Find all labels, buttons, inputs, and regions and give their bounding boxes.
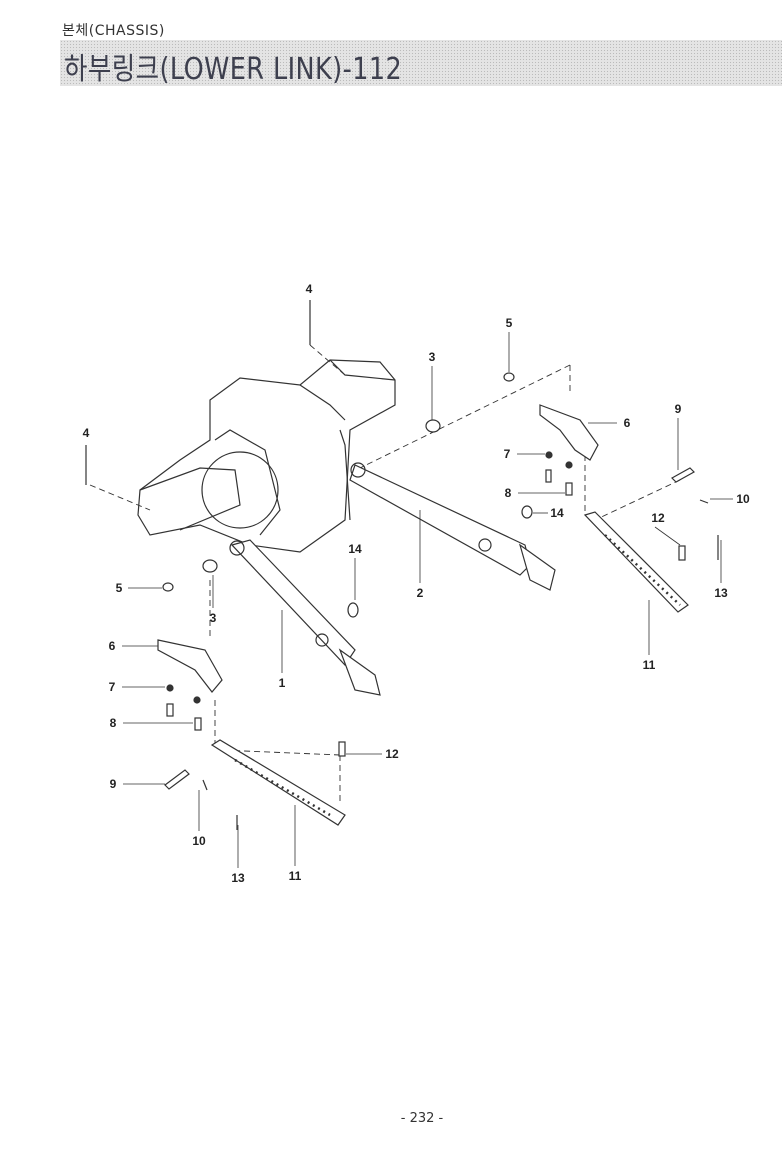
callout-11: 11 bbox=[642, 658, 656, 672]
check-chain-left bbox=[210, 739, 346, 826]
callout-6: 6 bbox=[108, 639, 116, 653]
callout-2: 2 bbox=[416, 586, 424, 600]
callout-12: 12 bbox=[385, 747, 399, 761]
callout-6: 6 bbox=[623, 416, 631, 430]
callout-1: 1 bbox=[278, 676, 286, 690]
check-chain-right bbox=[583, 511, 689, 613]
callout-8: 8 bbox=[109, 716, 117, 730]
callout-3: 3 bbox=[209, 611, 217, 625]
callout-11: 11 bbox=[288, 869, 302, 883]
lower-link-left bbox=[229, 539, 381, 696]
callout-10: 10 bbox=[736, 492, 750, 506]
page-number: - 232 - bbox=[400, 1111, 444, 1126]
callout-14: 14 bbox=[348, 542, 362, 556]
page-title: 하부링크(LOWER LINK)-112 bbox=[64, 52, 403, 87]
callout-9: 9 bbox=[109, 777, 117, 791]
callout-5: 5 bbox=[505, 316, 513, 330]
callout-13: 13 bbox=[231, 871, 245, 885]
callout-12: 12 bbox=[651, 511, 665, 525]
callout-7: 7 bbox=[503, 447, 511, 461]
callout-14: 14 bbox=[550, 506, 564, 520]
section-label: 본체(CHASSIS) bbox=[62, 23, 165, 39]
callout-3: 3 bbox=[428, 350, 436, 364]
title-bar bbox=[60, 40, 782, 86]
lower-link-right bbox=[349, 462, 556, 591]
callout-8: 8 bbox=[504, 486, 512, 500]
transmission-housing bbox=[137, 359, 396, 553]
callout-9: 9 bbox=[674, 402, 682, 416]
callout-4: 4 bbox=[82, 426, 90, 440]
callout-4: 4 bbox=[305, 282, 313, 296]
callout-7: 7 bbox=[108, 680, 116, 694]
callout-5: 5 bbox=[115, 581, 123, 595]
callout-13: 13 bbox=[714, 586, 728, 600]
callout-10: 10 bbox=[192, 834, 206, 848]
